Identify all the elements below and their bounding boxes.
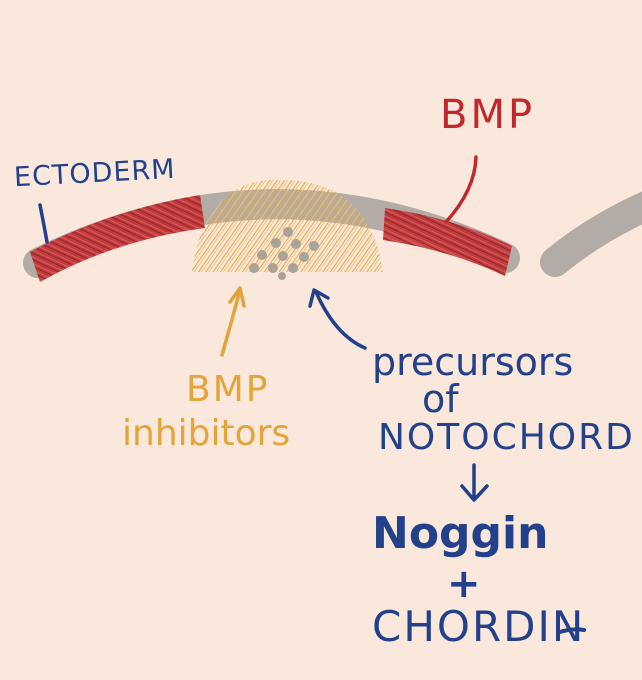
bmp-shading-right xyxy=(383,208,512,276)
precursor-dot xyxy=(278,272,286,280)
noggin-label: Noggin xyxy=(372,508,549,559)
precursors-label-1: precursors xyxy=(372,340,574,384)
ectoderm-label: ECTODERM xyxy=(13,153,177,194)
precursor-dot xyxy=(249,263,259,273)
precursor-dot xyxy=(257,250,267,260)
down-arrow xyxy=(460,463,489,502)
precursor-dot xyxy=(291,239,301,249)
precursors-label-3: NOTOCHORD xyxy=(378,417,635,458)
precursor-arrow xyxy=(308,288,367,350)
plus-sign: + xyxy=(447,561,481,607)
precursor-dot xyxy=(283,227,293,237)
precursor-dot xyxy=(268,263,278,273)
bmp-label: BMP xyxy=(440,92,536,138)
precursor-dot xyxy=(288,263,298,273)
ectoderm-band-right xyxy=(540,191,642,277)
inhibitor-arrow xyxy=(220,286,246,357)
precursor-dot xyxy=(271,238,281,248)
precursor-dot xyxy=(278,251,288,261)
precursor-dot xyxy=(299,252,309,262)
chordin-label: CHORDIN xyxy=(372,602,586,651)
bmp-inhibitor-dome xyxy=(192,179,383,272)
bmp-inhibitors-label-2: inhibitors xyxy=(122,413,291,454)
precursor-dot xyxy=(309,241,319,251)
precursors-label-2: of xyxy=(422,377,459,421)
notochord-precursor-dots xyxy=(249,227,319,280)
bmp-pointer xyxy=(444,155,478,224)
bmp-shading-left xyxy=(30,195,205,282)
ectoderm-pointer xyxy=(38,203,49,244)
chordin-underline xyxy=(558,627,586,634)
bmp-inhibitors-label-1: BMP xyxy=(186,369,270,410)
